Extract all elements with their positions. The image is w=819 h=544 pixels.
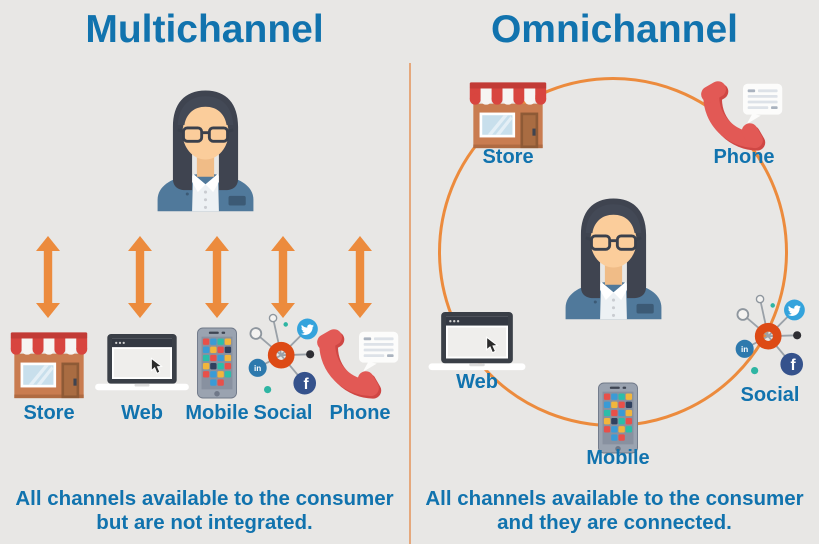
caption-line-1: All channels available to the consumer	[425, 487, 804, 510]
consumer-person-icon	[148, 84, 263, 212]
channel-label-web: Web	[121, 402, 163, 424]
caption-line-2: but are not integrated.	[96, 511, 313, 534]
channel-label-store: Store	[23, 402, 75, 424]
store-icon	[468, 82, 548, 152]
channel-label-social: Social	[253, 402, 313, 424]
channel-label-mobile: Mobile	[185, 402, 249, 424]
channel-label-phone: Phone	[713, 146, 775, 168]
channel-label-phone: Phone	[329, 402, 391, 424]
store-icon	[9, 332, 89, 402]
channel-label-web: Web	[456, 371, 498, 393]
multichannel-title: Multichannel	[85, 8, 324, 51]
omnichannel-caption: All channels available to the consumer a…	[410, 487, 819, 535]
consumer-person-icon	[556, 192, 671, 320]
caption-line-2: and they are connected.	[497, 511, 732, 534]
double-arrow-icon	[127, 236, 153, 318]
mobile-icon	[197, 327, 237, 399]
channel-label-store: Store	[482, 146, 534, 168]
phone-icon	[316, 328, 402, 401]
double-arrow-icon	[347, 236, 373, 318]
web-icon	[95, 334, 189, 394]
phone-icon	[700, 80, 786, 153]
social-icon	[245, 312, 321, 402]
multichannel-caption: All channels available to the consumer b…	[0, 487, 409, 535]
double-arrow-icon	[204, 236, 230, 318]
caption-line-1: All channels available to the consumer	[15, 487, 394, 510]
channel-label-social: Social	[740, 384, 800, 406]
social-icon	[732, 292, 808, 384]
mobile-icon	[598, 382, 638, 454]
web-icon	[428, 312, 526, 374]
panel-divider	[409, 63, 411, 544]
double-arrow-icon	[270, 236, 296, 318]
omnichannel-title: Omnichannel	[490, 8, 739, 51]
double-arrow-icon	[35, 236, 61, 318]
channel-label-mobile: Mobile	[586, 447, 650, 469]
